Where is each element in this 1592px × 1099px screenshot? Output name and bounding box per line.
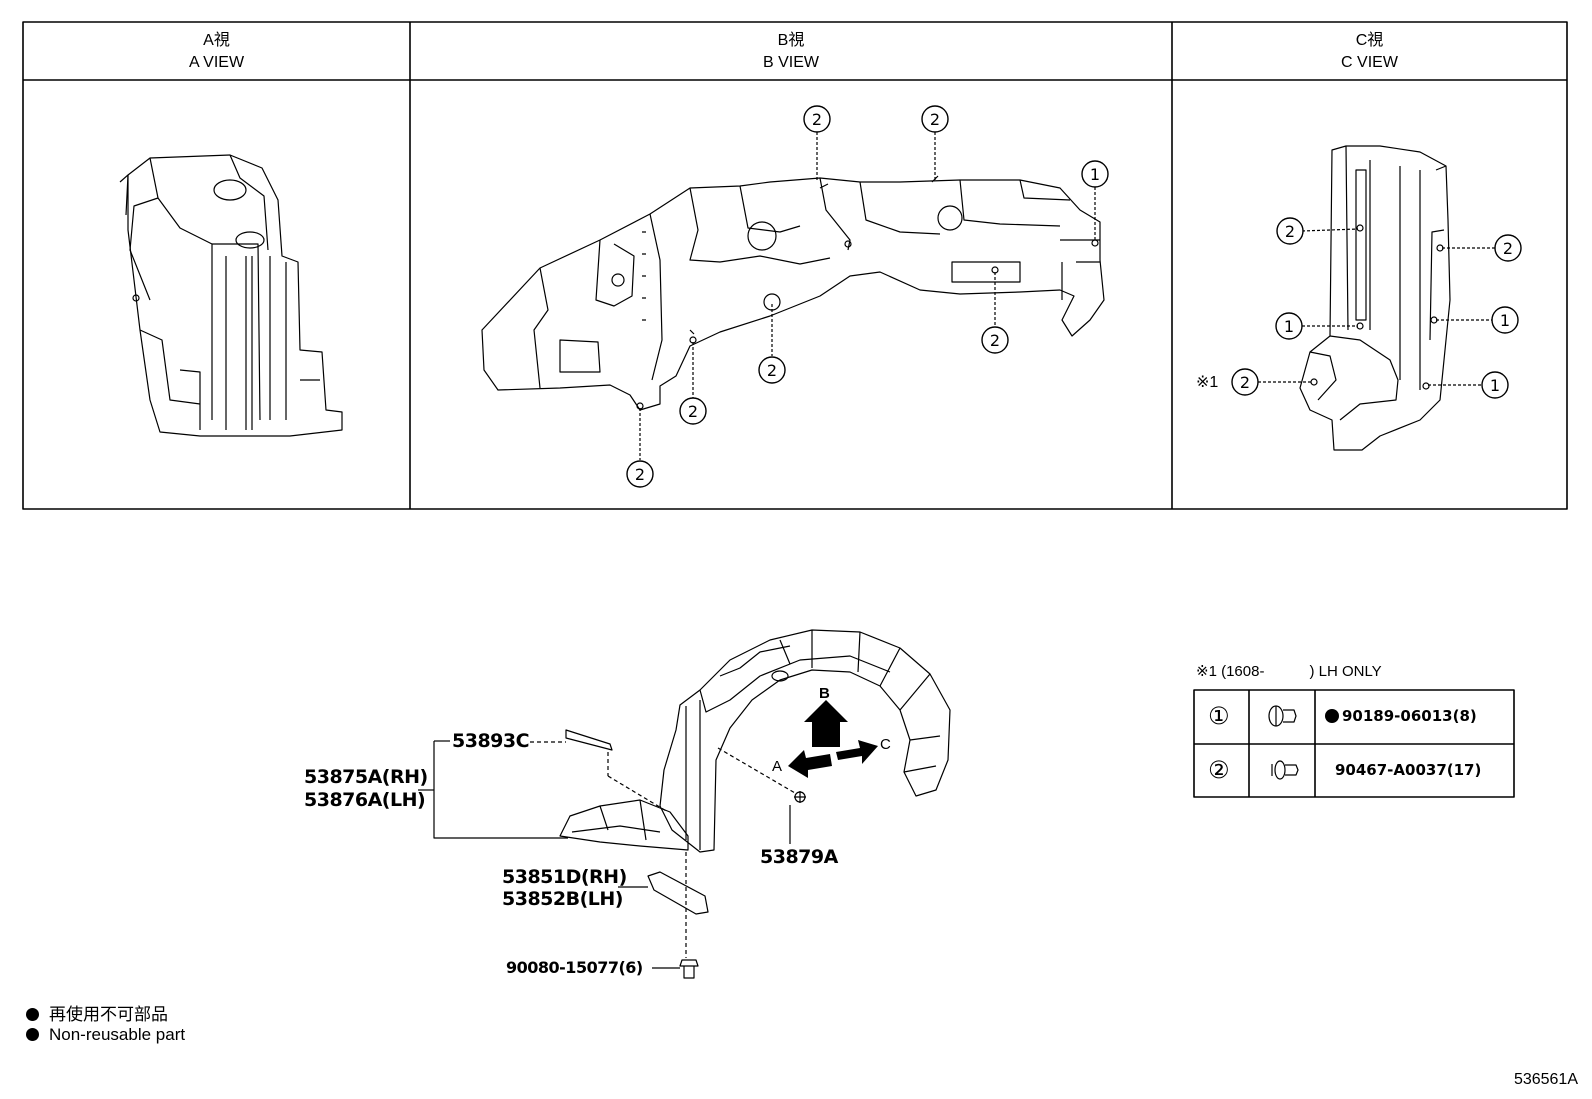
note-mark-c-view: ※1 — [1196, 374, 1219, 391]
c-view-title-jp: C視 — [1355, 32, 1384, 49]
clip-icon-1 — [1268, 705, 1297, 727]
a-view-liner-drawing — [119, 154, 343, 437]
label-53879a: 53879A — [760, 846, 838, 868]
label-53893c: 53893C — [452, 730, 530, 752]
a-view-title-en: A VIEW — [188, 54, 245, 71]
fastener-note: ※1 (1608- ) LH ONLY — [1196, 663, 1382, 680]
c-view-header: C視 C VIEW — [1172, 30, 1567, 74]
table-row-2-mark: ② — [1208, 756, 1230, 784]
table-row-1-part-number: 90189-06013(8) — [1342, 707, 1477, 725]
label-53875a: 53875A(RH) — [304, 766, 428, 788]
label-53852b: 53852B(LH) — [502, 888, 623, 910]
arrow-label-b: B — [819, 685, 830, 702]
legend-en-text: Non-reusable part — [49, 1025, 186, 1044]
label-90080: 90080-15077(6) — [506, 958, 643, 977]
c-view-liner-drawing — [1299, 145, 1451, 451]
table-row-1-part: 90189-06013(8) — [1325, 707, 1477, 725]
clip-icon-2 — [1271, 760, 1299, 780]
label-53851d: 53851D(RH) — [502, 866, 627, 888]
fastener-table-grid — [1193, 689, 1515, 798]
direction-arrow-a — [788, 750, 832, 778]
non-reusable-icon — [1325, 709, 1339, 723]
a-view-header: A視 A VIEW — [23, 30, 410, 74]
a-view-title-jp: A視 — [203, 32, 230, 49]
legend-jp: 再使用不可部品 — [26, 1000, 168, 1025]
non-reusable-dot-icon — [26, 1008, 39, 1021]
direction-arrow-b — [804, 700, 848, 747]
arrow-label-c: C — [880, 736, 891, 753]
table-row-2-part: 90467-A0037(17) — [1335, 761, 1482, 779]
part-leaders — [418, 740, 791, 969]
assembly-guides — [530, 741, 796, 958]
arrow-label-a: A — [772, 758, 783, 775]
non-reusable-dot-icon — [26, 1028, 39, 1041]
b-view-header: B視 B VIEW — [410, 30, 1172, 74]
direction-arrow-c — [836, 740, 878, 764]
legend-jp-text: 再使用不可部品 — [49, 1005, 168, 1024]
view-panels-frame — [22, 21, 1568, 510]
c-view-leaders — [1258, 228, 1495, 386]
b-view-title-jp: B視 — [777, 32, 805, 49]
diagram-code: 536561A — [1513, 1071, 1578, 1088]
legend-en: Non-reusable part — [26, 1025, 185, 1045]
b-view-title-en: B VIEW — [762, 54, 819, 71]
fender-liner-assembly — [559, 629, 951, 979]
table-row-1-mark: ① — [1208, 702, 1230, 730]
c-view-title-en: C VIEW — [1341, 54, 1398, 71]
b-view-liner-drawing — [481, 175, 1105, 411]
b-view-leaders — [639, 132, 1096, 460]
label-53876a: 53876A(LH) — [304, 789, 426, 811]
